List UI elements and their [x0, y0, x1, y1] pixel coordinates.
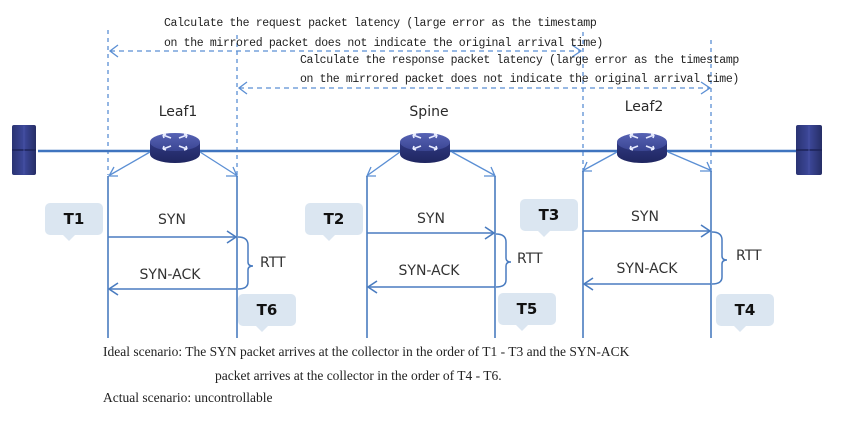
ideal-scenario-line1: Ideal scenario: The SYN packet arrives a…: [103, 344, 630, 359]
router-spine-icon: [400, 133, 450, 163]
synack-label-1: SYN-ACK: [139, 267, 201, 283]
syn-label-3: SYN: [631, 209, 659, 225]
rtt-label-2: RTT: [517, 251, 543, 267]
server-left-icon: [12, 125, 36, 175]
response-latency-arrow-left: [237, 81, 248, 95]
request-latency-note-line1: Calculate the request packet latency (la…: [164, 17, 597, 30]
timestamp-badge-t6: T6: [238, 294, 296, 332]
node-label-spine: Spine: [409, 104, 449, 120]
latency-arrows: [108, 44, 712, 95]
node-label-leaf2: Leaf2: [624, 99, 664, 115]
rtt-brace-1: [237, 236, 254, 290]
request-latency-arrow-right: [571, 44, 583, 58]
ideal-scenario-line2: packet arrives at the collector in the o…: [215, 368, 502, 383]
actual-scenario: Actual scenario: uncontrollable: [103, 390, 273, 405]
response-latency-note-line1: Calculate the response packet latency (l…: [300, 54, 739, 67]
router-leaf1-icon: [150, 133, 200, 163]
timestamp-badge-t3: T3: [520, 199, 578, 237]
synack-label-3: SYN-ACK: [616, 261, 678, 277]
collector-lanes: [107, 171, 712, 338]
rtt-brace-2: [495, 233, 512, 288]
rtt-label-3: RTT: [736, 248, 762, 264]
rtt-brace-3: [711, 231, 728, 285]
timestamp-badge-t4: T4: [716, 294, 774, 332]
timestamp-badge-t5: T5: [498, 293, 556, 331]
request-latency-note-line2: on the mirrored packet does not indicate…: [164, 37, 603, 50]
response-latency-note-line2: on the mirrored packet does not indicate…: [300, 73, 739, 86]
request-latency-arrow-left: [108, 44, 119, 58]
rtt-label-1: RTT: [260, 255, 286, 271]
rtt-braces: [237, 231, 728, 290]
synack-label-2: SYN-ACK: [398, 263, 460, 279]
syn-label-1: SYN: [158, 212, 186, 228]
timestamp-badge-t1: T1: [45, 203, 103, 241]
response-latency-arrow-right: [700, 81, 712, 95]
packet-arrows: [107, 224, 712, 296]
timestamp-badge-t2: T2: [305, 203, 363, 241]
node-label-leaf1: Leaf1: [158, 104, 198, 120]
syn-label-2: SYN: [417, 211, 445, 227]
server-right-icon: [796, 125, 822, 175]
router-leaf2-icon: [617, 133, 667, 163]
